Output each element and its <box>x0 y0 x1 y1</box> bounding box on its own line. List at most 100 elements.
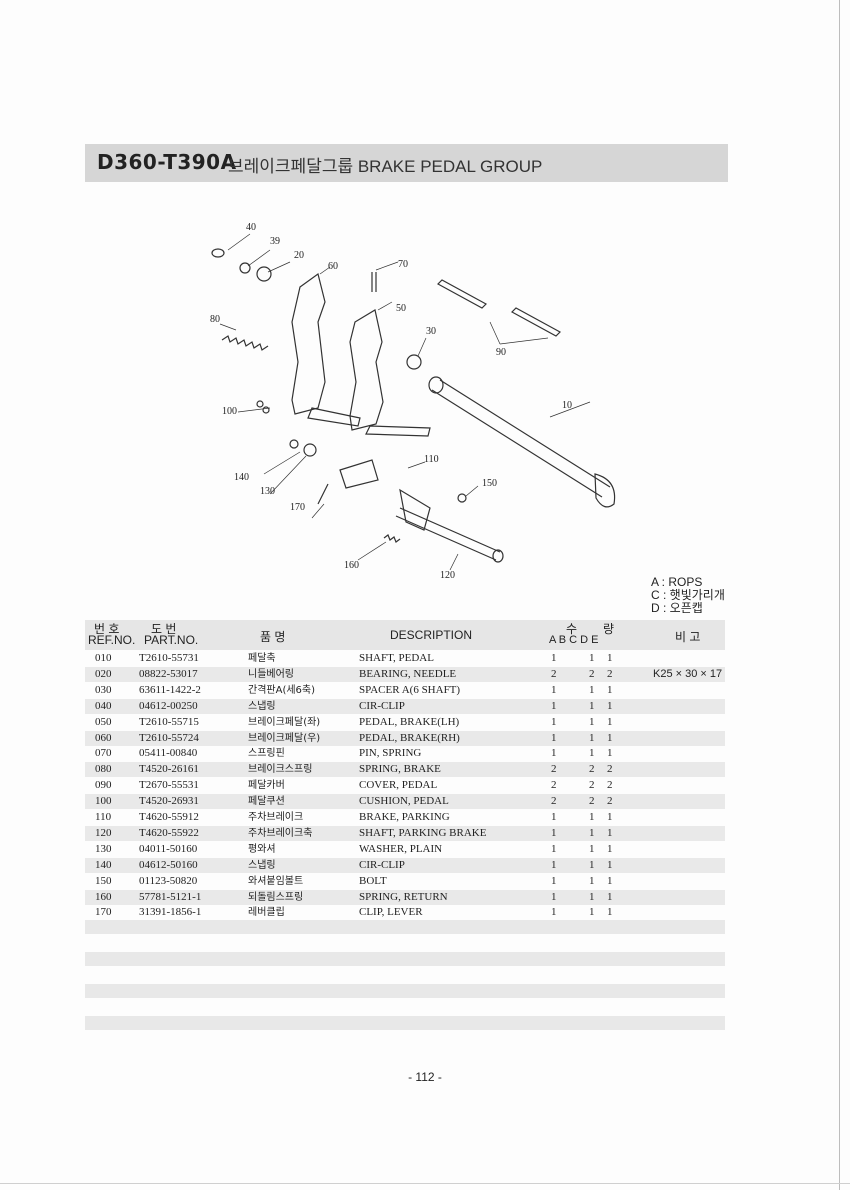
callout-90: 90 <box>496 347 506 358</box>
row-qty-a: 1 <box>551 747 557 760</box>
brake-pedal-rh-drawing <box>349 309 384 431</box>
row-ref: 130 <box>95 842 112 855</box>
row-qty-c: 1 <box>589 858 595 871</box>
exploded-parts-diagram: 40 39 20 60 70 80 50 30 90 100 10 110 14… <box>210 222 616 581</box>
row-qty-c: 1 <box>589 874 595 887</box>
row-part-no: 01123-50820 <box>139 874 198 887</box>
row-description: SHAFT, PARKING BRAKE <box>359 826 487 839</box>
row-qty-d: 2 <box>607 779 613 792</box>
row-description: BRAKE, PARKING <box>359 811 450 823</box>
row-ref: 150 <box>95 874 112 887</box>
row-qty-c: 1 <box>589 747 595 760</box>
row-name-ko: 주차브레이크 <box>248 812 304 823</box>
row-description: SHAFT, PEDAL <box>359 652 434 664</box>
row-qty-c: 1 <box>589 731 595 744</box>
legend-c: C : 햇빛가리개 <box>651 588 725 602</box>
callout-40: 40 <box>246 222 256 233</box>
row-qty-a: 1 <box>551 731 557 744</box>
callout-50: 50 <box>396 303 406 314</box>
row-ref: 140 <box>95 858 112 871</box>
row-part-no: T4520-26161 <box>139 763 199 776</box>
callout-20: 20 <box>294 250 304 261</box>
row-name-ko: 스냅링 <box>248 859 276 871</box>
row-qty-d: 2 <box>607 667 613 680</box>
row-ref: 110 <box>95 811 112 823</box>
parking-brake-drawing <box>339 459 379 489</box>
row-ref: 040 <box>95 699 112 712</box>
row-name-ko: 페달쿠션 <box>248 796 285 808</box>
row-qty-a: 2 <box>551 795 557 808</box>
header-qty-ko-2: 량 <box>603 622 615 636</box>
row-qty-d: 1 <box>607 826 613 839</box>
callout-130: 130 <box>260 486 275 497</box>
callout-110: 110 <box>424 454 439 465</box>
callout-170: 170 <box>290 502 305 513</box>
row-ref: 100 <box>95 795 112 808</box>
table-header-band <box>85 620 725 650</box>
row-description: CIR-CLIP <box>359 699 405 712</box>
brake-pedal-lh-drawing <box>291 272 326 415</box>
pedal-cover-drawing <box>437 279 561 337</box>
callout-160: 160 <box>344 560 359 571</box>
row-part-no: 04612-00250 <box>139 699 198 712</box>
callout-30: 30 <box>426 326 436 337</box>
row-qty-a: 1 <box>551 874 557 887</box>
row-name-ko: 브레이크스프링 <box>248 764 313 776</box>
row-description: CUSHION, PEDAL <box>359 795 449 808</box>
header-qty-ko-1: 수 <box>566 622 578 636</box>
row-ref: 120 <box>95 826 112 839</box>
header-part-en: PART.NO. <box>144 633 199 647</box>
row-ref: 050 <box>95 715 112 728</box>
callout-150: 150 <box>482 478 497 489</box>
header-qty-cols: A B C D E <box>549 634 599 646</box>
shaft-end-flange <box>594 473 616 508</box>
row-ref: 030 <box>95 683 112 696</box>
row-name-ko: 브레이크페달(좌) <box>248 716 321 728</box>
row-qty-c: 1 <box>589 715 595 728</box>
row-qty-c: 1 <box>589 811 595 823</box>
row-part-no: T4620-55912 <box>139 811 199 823</box>
row-name-ko: 간격판A(세6축) <box>248 684 316 696</box>
row-qty-d: 1 <box>607 683 613 696</box>
header-ref-ko: 번 호 <box>94 622 120 636</box>
row-part-no: 63611-1422-2 <box>139 683 201 696</box>
page-edge <box>0 1183 850 1184</box>
row-qty-a: 1 <box>551 890 557 903</box>
page-edge <box>839 0 840 1190</box>
row-description: CIR-CLIP <box>359 858 405 871</box>
row-description: SPRING, RETURN <box>359 890 448 903</box>
row-description: PEDAL, BRAKE(RH) <box>359 731 460 744</box>
row-ref: 070 <box>95 747 112 760</box>
row-description: BEARING, NEEDLE <box>359 667 457 680</box>
row-part-no: T4520-26931 <box>139 795 199 808</box>
row-qty-a: 1 <box>551 842 557 855</box>
row-qty-d: 1 <box>607 699 613 712</box>
row-part-no: T2670-55531 <box>139 779 199 792</box>
row-name-ko: 페달축 <box>248 653 276 664</box>
header-remarks: 비 고 <box>675 630 701 644</box>
row-qty-a: 1 <box>551 699 557 712</box>
row-description: WASHER, PLAIN <box>359 842 443 855</box>
row-qty-d: 1 <box>607 715 613 728</box>
row-description: PEDAL, BRAKE(LH) <box>359 715 460 728</box>
header-name-ko: 품 명 <box>260 630 286 644</box>
row-qty-d: 1 <box>607 858 613 871</box>
header-description: DESCRIPTION <box>390 628 473 642</box>
row-part-no: T4620-55922 <box>139 826 199 839</box>
row-description: PIN, SPRING <box>359 747 422 760</box>
row-qty-c: 1 <box>589 906 595 919</box>
table-empty-row <box>85 984 725 998</box>
row-part-no: 08822-53017 <box>139 667 198 680</box>
row-qty-c: 1 <box>589 699 595 712</box>
callout-120: 120 <box>440 570 455 581</box>
row-qty-a: 1 <box>551 652 557 664</box>
